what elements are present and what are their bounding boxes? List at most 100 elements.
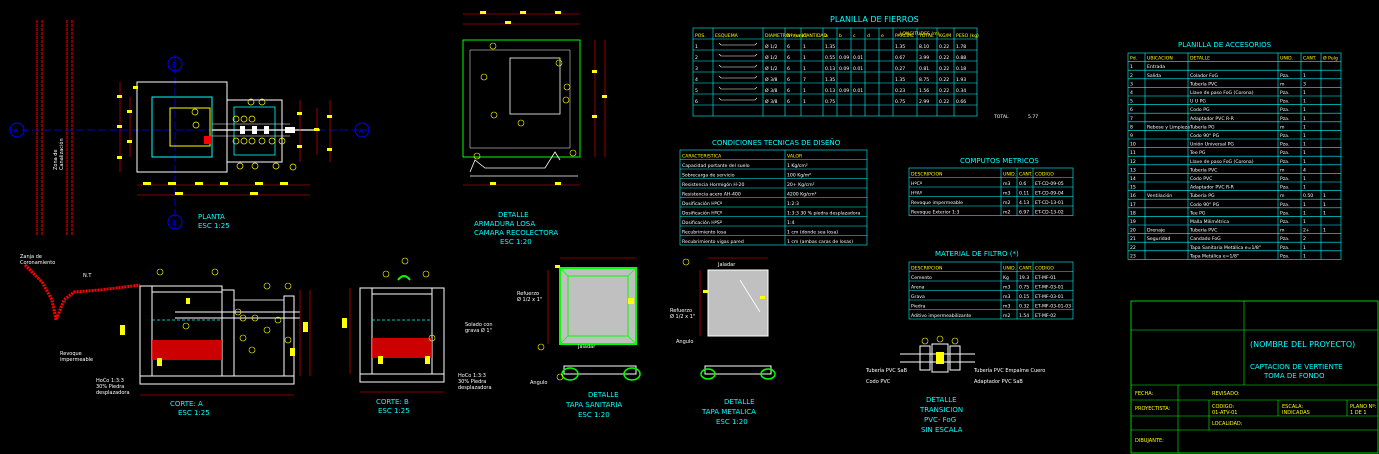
filter-material-cell: Kg	[1003, 275, 1009, 281]
rebar-shape-icon	[718, 75, 758, 79]
filter-material-cell: m2	[1003, 313, 1010, 319]
accessories-cell: U U PG	[1190, 99, 1206, 105]
section-a-scale: ESC 1:25	[178, 409, 210, 417]
accessories-cell: Malla Milimétrica	[1190, 218, 1229, 225]
rebar-schedule-cell: 2.99	[919, 99, 929, 105]
quantities-cell: ET-CD-13-02	[1035, 210, 1064, 216]
accessories-cell: Rebose y Limpieza	[1147, 124, 1190, 130]
section-b-top-label: B	[172, 62, 176, 69]
accessories-cell: Codo PVC	[1190, 176, 1212, 182]
quantities-cell: 4.13	[1019, 200, 1029, 206]
rebar-schedule-cell: 0.75	[825, 99, 835, 105]
accessories-cell: Pza.	[1280, 176, 1289, 182]
design-conditions-cell: Recubrimiento losa	[682, 230, 726, 236]
accessories-cell: Llave de paso FoG (Corona)	[1190, 90, 1254, 96]
rebar-schedule-header: CANTIDAD	[803, 33, 828, 39]
escala-label: ESCALA:	[1282, 404, 1303, 410]
accessories-cell: 3	[1130, 81, 1133, 87]
section-b-bottom-label: B	[172, 220, 176, 227]
accessories-cell: m	[1280, 82, 1285, 87]
rebar-schedule-total-label: TOTAL	[993, 114, 1009, 120]
accessories-cell: Pza.	[1280, 90, 1289, 96]
rebar-schedule-cell: 0.18	[956, 66, 966, 72]
accessories-cell: 11	[1130, 150, 1136, 156]
rebar-schedule-cell: 1	[803, 88, 806, 94]
accessories-header: DETALLE	[1190, 56, 1210, 62]
accessories-cell: Tapa Sanitaria Metálica e=1/8"	[1189, 244, 1261, 251]
design-conditions-cell: 20+ Kg/cm²	[787, 182, 815, 188]
dibujante-label: DIBUJANTE:	[1135, 438, 1164, 444]
accessories-cell: Pza.	[1280, 73, 1289, 79]
accessories-cell: 2	[1303, 236, 1306, 242]
filter-material-header: CANT.	[1019, 266, 1033, 272]
accessories-cell: 19	[1130, 219, 1136, 225]
rebar-shape-icon	[718, 53, 758, 57]
rebar-schedule-cell: 0.13	[825, 66, 835, 72]
rebar-schedule-header: TOTAL	[918, 33, 934, 39]
accessories-cell: 1	[1323, 210, 1326, 216]
rebar-schedule-header: PESO (kg)	[956, 33, 979, 39]
section-b-top-marker	[167, 56, 183, 72]
accessories-cell: Colador FoG	[1190, 73, 1218, 79]
sanitary-lid-jaladar-label: Jaladar	[577, 344, 596, 350]
accessories-cell: 8	[1130, 124, 1133, 130]
accessories-cell: Pza.	[1280, 142, 1289, 148]
plan-view: A A B B	[9, 55, 372, 230]
accessories-cell: 1	[1303, 176, 1306, 182]
rebar-schedule-cell: 1.35	[895, 77, 905, 83]
drawing-title-line1: CAPTACION DE VERTIENTE	[1250, 363, 1343, 371]
accessories-header: UNID.	[1280, 56, 1293, 62]
metal-lid-title: DETALLE	[724, 398, 755, 406]
section-b-scale: ESC 1:25	[378, 407, 410, 415]
quantities-header: DESCRIPCION	[911, 172, 943, 178]
rebar-schedule-cell: 0.27	[895, 66, 905, 72]
accessories-cell: Llave de paso FoG (Corona)	[1190, 159, 1254, 165]
accessories-header: UBICACION	[1147, 56, 1173, 62]
rebar-schedule-cell: 0.88	[956, 55, 966, 61]
metal-lid-jaladar-label: Jaladar	[717, 262, 736, 268]
design-conditions-cell: Sobrecarga de servicio	[682, 173, 735, 179]
transition-subtitle2: PVC- FoG	[924, 416, 956, 424]
design-conditions-cell: 1:2:3	[787, 201, 799, 207]
rebar-schedule-cell: 1	[803, 44, 806, 50]
accessories-cell: Pza.	[1280, 185, 1289, 191]
accessories-cell: Salida	[1147, 73, 1161, 79]
quantities-cell: 0.11	[1019, 191, 1029, 197]
quantities-title: COMPUTOS METRICOS	[960, 157, 1039, 165]
filter-material-cell: Piedra	[911, 304, 926, 310]
section-a-right-label: A	[359, 128, 364, 135]
plano-label: PLANO Nº:	[1350, 404, 1377, 410]
filter-material-cell: ET-MF-03-01	[1035, 285, 1064, 291]
accessories-cell: 1	[1303, 185, 1306, 191]
rebar-schedule-total-value: 5.77	[1028, 114, 1038, 120]
rebar-schedule-header: ESQUEMA	[715, 33, 739, 39]
design-conditions-header: CARACTERISTICA	[682, 154, 722, 160]
transition-right-label1: Tubería PVC Empalme Cuero	[973, 367, 1045, 374]
accessories-cell: Codo 90° PG	[1190, 133, 1220, 139]
rebar-schedule-cell: 8.10	[919, 44, 929, 50]
accessories-cell: Candado FoG	[1190, 236, 1221, 242]
accessories-cell: 1	[1303, 245, 1306, 251]
rebar-shape-icon	[718, 86, 758, 90]
quantities-cell: 6.97	[1019, 210, 1029, 216]
accessories-header: Ø Pulg	[1323, 55, 1338, 62]
rebar-schedule-cell: 3	[695, 66, 698, 72]
rebar-schedule-header: e	[881, 34, 884, 39]
accessories-cell: Pza.	[1280, 202, 1289, 208]
accessories-cell: 13	[1130, 167, 1136, 173]
rebar-schedule-cell: 0.13	[825, 88, 835, 94]
quantities-cell: m3	[1003, 191, 1010, 197]
plano-value: 1 DE 1	[1350, 410, 1367, 416]
transition-right-label2: Adaptador PVC SaB	[974, 379, 1023, 385]
codigo-label: CODIGO:	[1212, 404, 1234, 410]
accessories-header: CANT.	[1303, 56, 1317, 62]
accessories-cell: Tubería PG	[1189, 192, 1215, 199]
section-b-title: CORTE: B	[376, 398, 409, 406]
accessories-cell: 1	[1303, 124, 1306, 130]
accessories-cell: 1	[1303, 202, 1306, 208]
accessories-cell: 1	[1323, 202, 1326, 208]
